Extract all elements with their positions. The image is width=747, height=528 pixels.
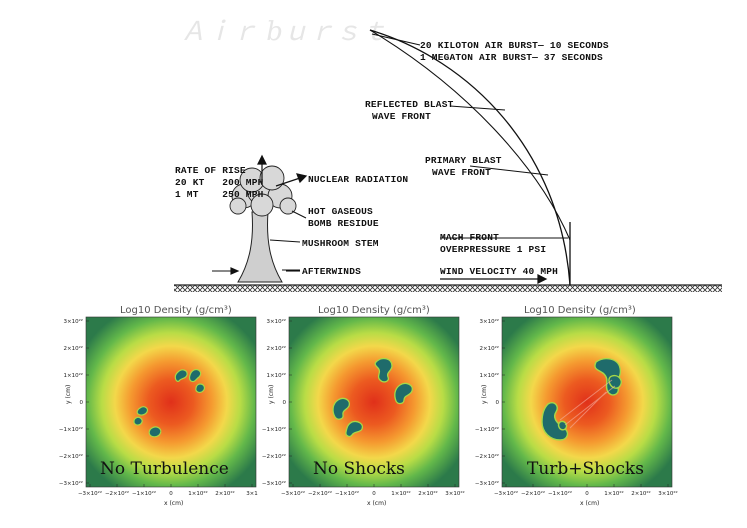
panel-no-shocks: Log10 Density (g/cm³) y (cm) x (cm) No S… xyxy=(268,305,460,507)
label-bomb-residue: BOMB RESIDUE xyxy=(308,218,379,229)
x-tick-label: 1×10²² xyxy=(188,490,208,497)
primary-wave-front xyxy=(369,29,571,286)
y-tick-label: 2×10²² xyxy=(479,345,499,352)
faded-heading: Ａｉｒ bｕｒｓｔ xyxy=(180,17,387,47)
y-tick-label: −2×10²² xyxy=(262,453,286,460)
y-tick-label: −1×10²² xyxy=(475,426,499,433)
density-map xyxy=(501,316,673,488)
x-tick-label: 0 xyxy=(372,491,376,497)
label-reflected-2: WAVE FRONT xyxy=(372,111,431,122)
x-tick-label: −1×10²² xyxy=(548,490,572,497)
y-tick-label: 3×10²² xyxy=(266,318,286,325)
label-mushroom-stem: MUSHROOM STEM xyxy=(302,238,379,249)
panel-no-turbulence: Log10 Density (g/cm³) y (cm) x (cm) No T… xyxy=(65,305,257,507)
label-wind-velocity: WIND VELOCITY 40 MPH xyxy=(440,266,558,277)
density-blobs xyxy=(541,357,622,441)
x-tick-label: 1×10²² xyxy=(604,490,624,497)
x-tick-label: −2×10²² xyxy=(308,490,332,497)
x-axis-label: x (cm) xyxy=(164,500,183,507)
x-tick-label: −2×10²² xyxy=(105,490,129,497)
y-tick-label: 2×10²² xyxy=(266,345,286,352)
mushroom-cloud xyxy=(229,165,297,217)
panel-caption: Turb+Shocks xyxy=(527,459,644,479)
y-tick-label: −3×10²² xyxy=(262,480,286,487)
x-tick-label: 3×10²² xyxy=(445,490,465,497)
label-airburst-1mt: 1 MEGATON AIR BURST— 37 SECONDS xyxy=(420,52,603,63)
y-tick-label: −2×10²² xyxy=(59,453,83,460)
y-tick-label: −2×10²² xyxy=(475,453,499,460)
y-tick-label: −3×10²² xyxy=(475,480,499,487)
label-mach-front: MACH FRONT xyxy=(440,232,499,243)
x-tick-label: −3×10²² xyxy=(494,490,518,497)
density-map xyxy=(85,316,257,488)
x-tick-label: 2×10²² xyxy=(215,490,235,497)
label-primary-1: PRIMARY BLAST xyxy=(425,155,502,166)
y-tick-label: 2×10²² xyxy=(63,345,83,352)
x-tick-label: −3×10²² xyxy=(281,490,305,497)
y-axis-label: y (cm) xyxy=(65,385,72,404)
y-tick-label: −3×10²² xyxy=(59,480,83,487)
y-tick-label: 1×10²² xyxy=(479,372,499,379)
label-rate-1mt: 1 MT 250 MPH xyxy=(175,189,264,200)
x-tick-label: 2×10²² xyxy=(418,490,438,497)
label-afterwinds: AFTERWINDS xyxy=(302,266,361,277)
panel-title: Log10 Density (g/cm³) xyxy=(524,305,636,316)
x-tick-label: 3×10²² xyxy=(658,490,678,497)
ground-hatch xyxy=(174,285,722,292)
y-tick-label: 0 xyxy=(283,400,287,406)
label-nuclear-radiation: NUCLEAR RADIATION xyxy=(308,174,408,185)
label-overpressure: OVERPRESSURE 1 PSI xyxy=(440,244,546,255)
x-axis-label: x (cm) xyxy=(580,500,599,507)
reflected-wave-front xyxy=(369,29,571,241)
turbulence-streaks xyxy=(559,379,616,429)
panel-caption: No Shocks xyxy=(313,459,405,479)
x-tick-label: 2×10²² xyxy=(631,490,651,497)
x-tick-label: −1×10²² xyxy=(132,490,156,497)
label-primary-2: WAVE FRONT xyxy=(432,167,491,178)
panel-caption: No Turbulence xyxy=(100,459,229,479)
density-blobs xyxy=(133,368,206,438)
y-tick-label: 1×10²² xyxy=(63,372,83,379)
x-tick-label: 0 xyxy=(169,491,173,497)
y-axis-label: y (cm) xyxy=(268,385,275,404)
y-tick-label: 0 xyxy=(80,400,84,406)
leader-lines xyxy=(269,33,568,271)
panel-title: Log10 Density (g/cm³) xyxy=(120,305,232,316)
afterwind-arrows xyxy=(212,267,300,275)
y-tick-label: 3×10²² xyxy=(479,318,499,325)
radiation-arrows xyxy=(257,154,308,187)
y-tick-label: 3×10²² xyxy=(63,318,83,325)
x-tick-label: 3×1 xyxy=(246,491,258,497)
label-reflected-1: REFLECTED BLAST xyxy=(365,99,454,110)
panel-turb-shocks: Log10 Density (g/cm³) y (cm) x (cm) Turb… xyxy=(481,305,673,507)
x-tick-label: 1×10²² xyxy=(391,490,411,497)
x-tick-label: −3×10²² xyxy=(78,490,102,497)
label-airburst-20kt: 20 KILOTON AIR BURST— 10 SECONDS xyxy=(420,40,609,51)
x-axis-label: x (cm) xyxy=(367,500,386,507)
mushroom-stem xyxy=(237,211,283,283)
panel-title: Log10 Density (g/cm³) xyxy=(318,305,430,316)
label-rate-20kt: 20 KT 200 MPH xyxy=(175,177,264,188)
density-blobs xyxy=(332,357,413,438)
blast-diagram: Ａｉｒ bｕｒｓｔ xyxy=(174,17,722,292)
y-tick-label: 0 xyxy=(496,400,500,406)
y-axis-label: y (cm) xyxy=(481,385,488,404)
wind-arrow xyxy=(440,274,548,284)
tick-labels: 3×10²²2×10²²1×10²²0−1×10²²−2×10²²−3×10²²… xyxy=(59,318,678,497)
label-rate-of-rise: RATE OF RISE xyxy=(175,165,246,176)
y-tick-label: −1×10²² xyxy=(59,426,83,433)
y-tick-label: −1×10²² xyxy=(262,426,286,433)
x-tick-label: 0 xyxy=(585,491,589,497)
x-tick-label: −1×10²² xyxy=(335,490,359,497)
y-tick-label: 1×10²² xyxy=(266,372,286,379)
x-tick-label: −2×10²² xyxy=(521,490,545,497)
label-hot-gaseous: HOT GASEOUS xyxy=(308,206,373,217)
